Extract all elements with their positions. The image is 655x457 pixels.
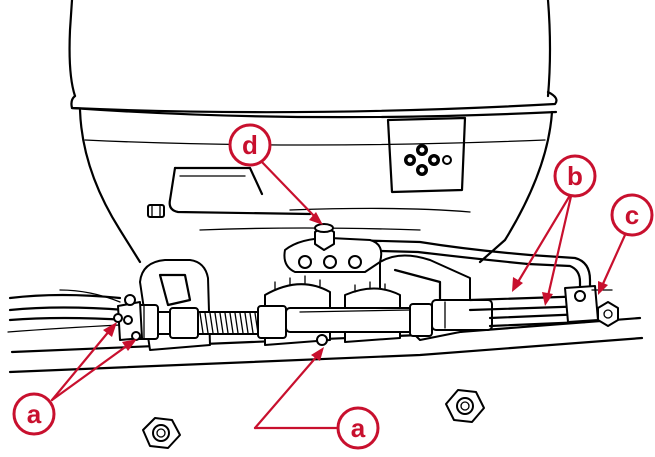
- cowl-bolt: [147, 204, 165, 218]
- cowl-bracket: [168, 166, 312, 216]
- callout-b: b: [553, 154, 597, 198]
- callout-c-label: c: [625, 200, 639, 230]
- callout-a-left-label: a: [27, 399, 42, 429]
- callout-a-right: a: [336, 406, 380, 450]
- callout-d: d: [228, 123, 272, 167]
- right-hex-nut: [597, 301, 619, 327]
- thread-line: [244, 312, 249, 334]
- thread-line: [219, 312, 224, 334]
- steering-tube-rod: [285, 299, 493, 337]
- thread-line: [199, 312, 204, 334]
- bottom-left-mount-nut: [142, 417, 181, 449]
- steering-cables: [8, 289, 130, 322]
- callout-b-label: b: [567, 161, 583, 191]
- callout-d-label: d: [242, 130, 258, 160]
- callout-leaders: [50, 158, 627, 430]
- center-link-plate: [283, 223, 383, 273]
- grease-fittings: [113, 313, 328, 346]
- thread-line: [234, 312, 239, 334]
- cowl-label-plate: [386, 116, 467, 194]
- thread-line: [239, 312, 244, 334]
- bottom-right-mount-nut: [445, 389, 485, 423]
- thread-line: [214, 312, 219, 334]
- right-rod-end: [564, 285, 619, 327]
- thread-line: [249, 312, 254, 334]
- callout-a-right-label: a: [351, 413, 366, 443]
- callout-c: c: [610, 193, 654, 237]
- label-symbol-icon: [404, 144, 452, 176]
- center-bolt: [314, 223, 335, 251]
- thread-line: [224, 312, 229, 334]
- engine-lower-cowl: [68, 0, 558, 264]
- thread-line: [204, 312, 209, 334]
- callout-a-left: a: [12, 392, 56, 436]
- left-rod-end: [117, 294, 143, 341]
- thread-line: [209, 312, 214, 334]
- threaded-tie-rod: [129, 304, 287, 340]
- thread-line: [229, 312, 234, 334]
